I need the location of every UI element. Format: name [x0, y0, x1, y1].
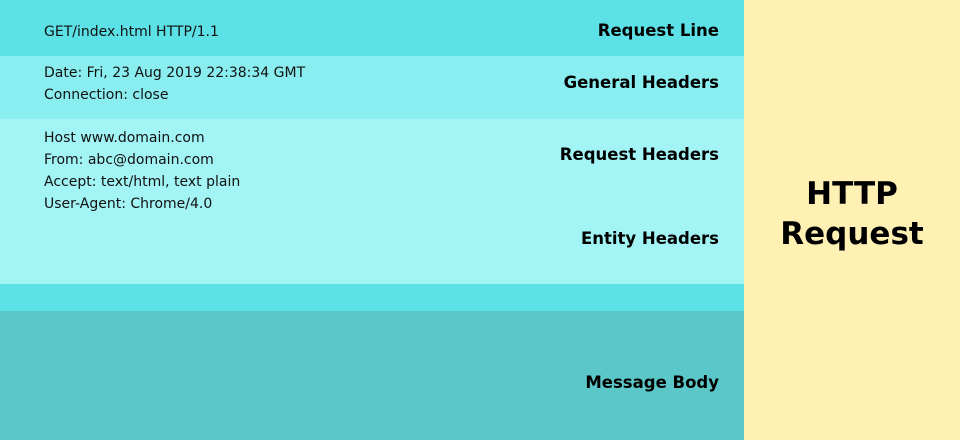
- http-request-title: HTTP Request: [744, 174, 960, 254]
- message-body-label: Message Body: [585, 373, 719, 392]
- general-headers-label: General Headers: [563, 73, 719, 92]
- message-body-section: Message Body: [0, 311, 744, 440]
- request-headers-label: Request Headers: [559, 145, 719, 164]
- header-line: Connection: close: [44, 87, 169, 103]
- header-line: From: abc@domain.com: [44, 152, 214, 168]
- header-line: Accept: text/html, text plain: [44, 174, 241, 190]
- general-headers-lines: Date: Fri, 23 Aug 2019 22:38:34 GMT Conn…: [44, 62, 305, 106]
- request-headers-lines: Host www.domain.com From: abc@domain.com…: [44, 127, 240, 215]
- general-headers-section: Date: Fri, 23 Aug 2019 22:38:34 GMT Conn…: [0, 56, 744, 119]
- title-line: HTTP: [806, 176, 898, 212]
- blank-line-separator: [0, 284, 744, 311]
- request-line-text: GET/index.html HTTP/1.1: [44, 24, 219, 40]
- http-request-structure: GET/index.html HTTP/1.1 Request Line Dat…: [0, 0, 744, 440]
- header-line: Date: Fri, 23 Aug 2019 22:38:34 GMT: [44, 65, 306, 81]
- header-line: User-Agent: Chrome/4.0: [44, 196, 213, 212]
- http-request-panel: HTTP Request: [744, 0, 960, 440]
- request-line-section: GET/index.html HTTP/1.1 Request Line: [0, 0, 744, 56]
- request-line-label: Request Line: [597, 21, 719, 40]
- entity-headers-label: Entity Headers: [580, 229, 719, 248]
- title-line: Request: [780, 216, 924, 252]
- header-line: Host www.domain.com: [44, 130, 205, 146]
- request-entity-headers-section: Host www.domain.com From: abc@domain.com…: [0, 119, 744, 284]
